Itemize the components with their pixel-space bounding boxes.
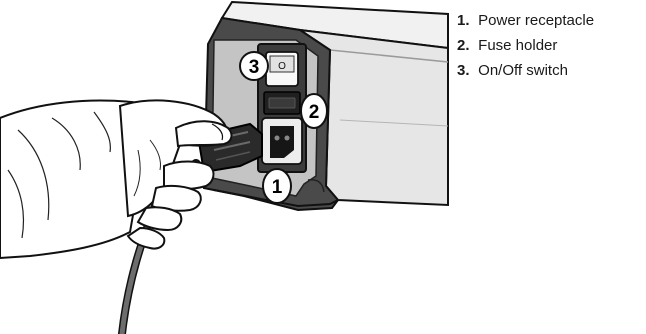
legend-item: 3. On/Off switch bbox=[457, 58, 594, 83]
legend-item-label: Fuse holder bbox=[478, 37, 557, 54]
callout-1: 1 bbox=[263, 169, 291, 203]
legend-item-label: Power receptacle bbox=[478, 12, 594, 29]
switch-o-mark: O bbox=[278, 61, 286, 72]
callout-legend: 1. Power receptacle 2. Fuse holder 3. On… bbox=[457, 8, 594, 83]
on-off-switch[interactable]: O bbox=[266, 52, 298, 86]
fuse-holder[interactable] bbox=[264, 92, 300, 114]
power-receptacle[interactable] bbox=[262, 118, 302, 164]
gloved-hand bbox=[0, 100, 231, 258]
legend-item-label: On/Off switch bbox=[478, 62, 568, 79]
legend-item-number: 3. bbox=[457, 58, 474, 83]
legend-item-number: 1. bbox=[457, 8, 474, 33]
callout-3-number: 3 bbox=[249, 57, 260, 78]
callout-2: 2 bbox=[301, 94, 327, 128]
callout-2-number: 2 bbox=[309, 102, 320, 123]
callout-1-number: 1 bbox=[272, 177, 283, 198]
legend-item: 2. Fuse holder bbox=[457, 33, 594, 58]
legend-item-number: 2. bbox=[457, 33, 474, 58]
legend-item: 1. Power receptacle bbox=[457, 8, 594, 33]
callout-3: 3 bbox=[240, 52, 268, 80]
